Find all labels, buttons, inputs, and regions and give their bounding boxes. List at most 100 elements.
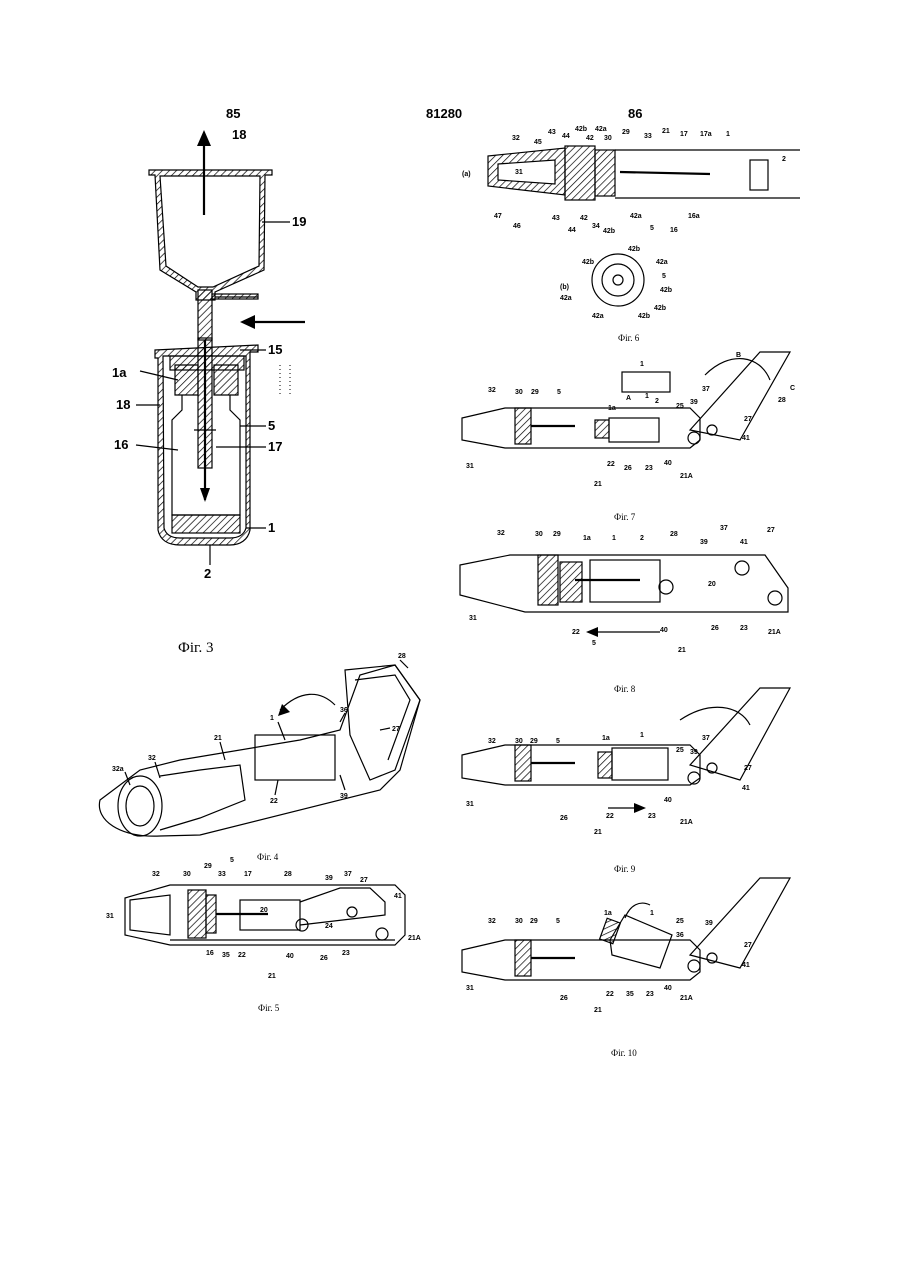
fig3-label: 2 [204, 566, 211, 581]
fig5-label: 21 [268, 973, 276, 980]
fig10-label: 35 [626, 991, 634, 998]
fig10-label: 21A [680, 995, 693, 1002]
fig8-label: 39 [700, 539, 708, 546]
fig4-label: 22 [270, 798, 278, 805]
fig6-label: 42b [628, 246, 640, 253]
fig10-label: 23 [646, 991, 654, 998]
fig5-label: 30 [183, 871, 191, 878]
fig9-label: 22 [606, 813, 614, 820]
fig6-label: 34 [592, 223, 600, 230]
fig6-label: 45 [534, 139, 542, 146]
fig5-label: 33 [218, 871, 226, 878]
fig8-label: 1 [612, 535, 616, 542]
fig5-label: 20 [260, 907, 268, 914]
fig5-label: 17 [244, 871, 252, 878]
figure-caption: Фіг. 7 [614, 512, 635, 522]
fig7-label: 22 [607, 461, 615, 468]
fig8-label: 30 [535, 531, 543, 538]
fig5-label: 37 [344, 871, 352, 878]
figure-3-drawing: 18 19 15 1a 18 16 5 17 1 2 [112, 127, 306, 581]
fig10-label: 1a [604, 910, 612, 917]
fig7-label: 27 [744, 416, 752, 423]
fig7-label: 23 [645, 465, 653, 472]
fig4-label: 36 [340, 707, 348, 714]
fig6-label: 42a [630, 213, 642, 220]
fig5-label: 39 [325, 875, 333, 882]
fig6-label: 21 [662, 128, 670, 135]
fig10-label: 32 [488, 918, 496, 925]
fig8-label: 1a [583, 535, 591, 542]
fig8-label: 27 [767, 527, 775, 534]
fig4-label: 27 [392, 726, 400, 733]
fig6-label: 5 [662, 273, 666, 280]
fig7-label: A [626, 395, 631, 402]
fig7-label: 5 [557, 389, 561, 396]
fig9-label: 40 [664, 797, 672, 804]
fig6-label: 17a [700, 131, 712, 138]
figure-caption: Фіг. 6 [618, 333, 639, 343]
figure-caption: Фіг. 3 [178, 640, 213, 657]
fig9-label: 23 [648, 813, 656, 820]
fig10-label: 40 [664, 985, 672, 992]
fig8-label: 21 [678, 647, 686, 654]
fig5-label: 40 [286, 953, 294, 960]
fig8-label: 41 [740, 539, 748, 546]
fig6-label: 42b [603, 228, 615, 235]
fig5-label: 35 [222, 952, 230, 959]
fig9-label: 1a [602, 735, 610, 742]
fig9-label: 27 [744, 765, 752, 772]
fig9-label: 21 [594, 829, 602, 836]
fig10-label: 30 [515, 918, 523, 925]
fig6-label: 43 [548, 129, 556, 136]
fig9-label: 30 [515, 738, 523, 745]
fig8-label: 29 [553, 531, 561, 538]
fig7-label: 31 [466, 463, 474, 470]
fig6-label: 31 [515, 169, 523, 176]
fig6-label: 30 [604, 135, 612, 142]
fig10-label: 39 [705, 920, 713, 927]
fig5-label: 22 [238, 952, 246, 959]
fig6-label: 32 [512, 135, 520, 142]
fig7-label: 21 [594, 481, 602, 488]
fig7-label: 1 [640, 361, 644, 368]
fig10-label: 21 [594, 1007, 602, 1014]
fig10-label: 41 [742, 962, 750, 969]
fig6-label: 16a [688, 213, 700, 220]
fig6-label: 42a [592, 313, 604, 320]
fig3-label: 5 [268, 418, 275, 433]
fig6-label: 1 [726, 131, 730, 138]
fig3-label: 15 [268, 342, 282, 357]
fig8-label: 5 [592, 640, 596, 647]
figure-caption: Фіг. 4 [257, 852, 278, 862]
figure-caption: Фіг. 5 [258, 1003, 279, 1013]
fig7-label: 1 [645, 393, 649, 400]
fig5-label: 26 [320, 955, 328, 962]
fig5-label: 23 [342, 950, 350, 957]
fig5-label: 5 [230, 857, 234, 864]
fig5-label: 27 [360, 877, 368, 884]
fig6-label: 42 [586, 135, 594, 142]
fig7-label: 25 [676, 403, 684, 410]
fig4-label: 1 [270, 715, 274, 722]
fig9-label: 1 [640, 732, 644, 739]
fig6-label: 44 [562, 133, 570, 140]
fig5-label: 21A [408, 935, 421, 942]
fig10-label: 22 [606, 991, 614, 998]
figure-5-drawing: 32 30 29 5 33 17 28 39 37 27 41 31 20 24… [106, 857, 421, 980]
fig6-label: 42b [582, 259, 594, 266]
fig6-label: 47 [494, 213, 502, 220]
fig4-label: 21 [214, 735, 222, 742]
fig4-label: 32 [148, 755, 156, 762]
fig8-label: 28 [670, 531, 678, 538]
fig6-label: 42a [656, 259, 668, 266]
fig6-label: 2 [782, 156, 786, 163]
fig8-label: 40 [660, 627, 668, 634]
fig10-label: 1 [650, 910, 654, 917]
fig9-label: 32 [488, 738, 496, 745]
fig8-label: 26 [711, 625, 719, 632]
fig5-label: 16 [206, 950, 214, 957]
fig9-label: 41 [742, 785, 750, 792]
fig5-label: 24 [325, 923, 333, 930]
fig6-label: 44 [568, 227, 576, 234]
